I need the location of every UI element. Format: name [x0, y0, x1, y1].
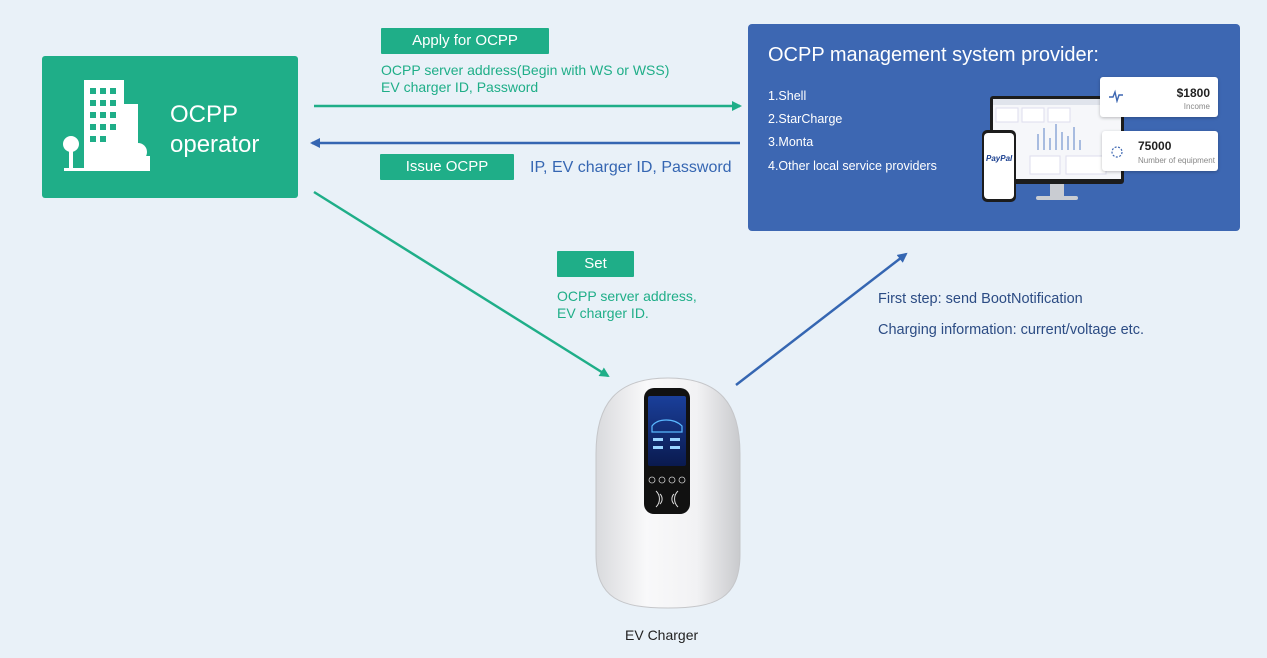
charging-info-text: Charging information: current/voltage et…	[878, 322, 1144, 338]
income-value: $1800	[1176, 86, 1210, 100]
issue-tag: Issue OCPP	[380, 154, 514, 180]
operator-title: OCPP operator	[170, 101, 260, 158]
pulse-icon	[1109, 89, 1123, 103]
boot-step-text: First step: send BootNotification	[878, 291, 1083, 307]
set-details: OCPP server address, EV charger ID.	[557, 288, 697, 321]
boot-arrow	[735, 252, 908, 386]
set-arrow	[313, 190, 610, 378]
provider-item-starcharge: 2.StarCharge	[768, 112, 843, 126]
provider-box: OCPP management system provider: 1.Shell…	[748, 24, 1240, 231]
equipment-card: 75000 Number of equipment	[1102, 131, 1218, 171]
ev-charger-label: EV Charger	[625, 627, 699, 643]
building-icon	[63, 80, 150, 171]
equipment-label: Number of equipment	[1138, 156, 1215, 165]
provider-item-other: 4.Other local service providers	[768, 159, 937, 173]
equipment-icon	[1111, 146, 1123, 158]
equipment-value: 75000	[1138, 139, 1172, 153]
provider-item-shell: 1.Shell	[768, 89, 807, 103]
ev-charger-icon	[595, 377, 741, 609]
apply-tag: Apply for OCPP	[381, 28, 549, 54]
dashboard-illustration	[982, 96, 1124, 202]
apply-details: OCPP server address(Begin with WS or WSS…	[381, 62, 670, 95]
issue-details: IP, EV charger ID, Password	[530, 159, 732, 176]
income-card: $1800 Income	[1100, 77, 1218, 117]
paypal-logo: PayPal	[986, 154, 1013, 163]
provider-item-monta: 3.Monta	[768, 135, 814, 149]
set-tag: Set	[557, 251, 634, 277]
income-label: Income	[1183, 102, 1210, 111]
provider-title: OCPP management system provider:	[768, 44, 1099, 66]
operator-box: OCPP operator	[42, 56, 298, 198]
